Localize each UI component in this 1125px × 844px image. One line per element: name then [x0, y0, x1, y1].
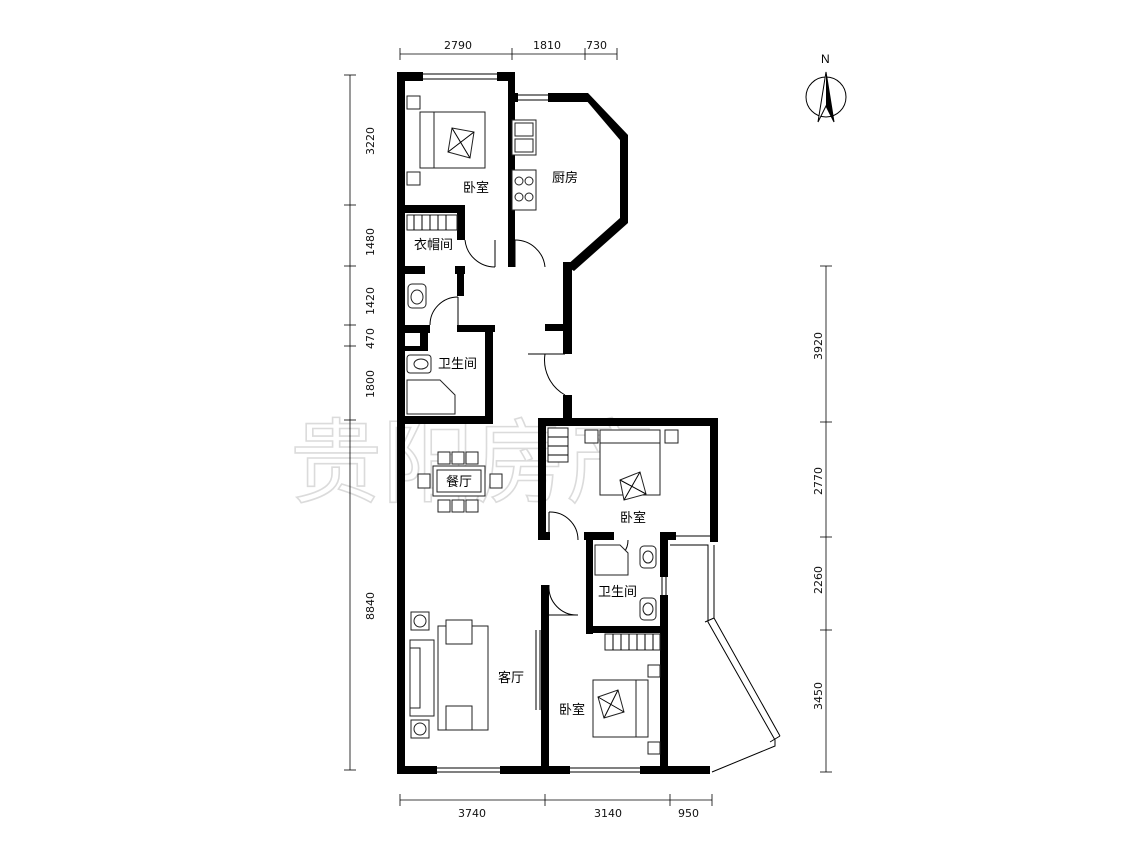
doors — [429, 239, 629, 710]
dim-right-4: 3450 — [812, 682, 825, 710]
dimension-left: 3220 1480 1420 470 1800 8840 — [344, 74, 377, 771]
dim-top-3: 730 — [586, 39, 607, 52]
wardrobe-south — [604, 633, 661, 651]
dim-top-1: 2790 — [444, 39, 472, 52]
dim-left-3: 1420 — [364, 287, 377, 315]
dim-bottom-1: 3740 — [458, 807, 486, 820]
dim-left-6: 8840 — [364, 592, 377, 620]
dim-left-5: 1800 — [364, 370, 377, 398]
dim-left-4: 470 — [364, 328, 377, 349]
windows — [423, 73, 781, 773]
bed-north — [406, 95, 486, 186]
bathroom-west-fixtures — [406, 283, 456, 415]
room-label-bedroom-south: 卧室 — [559, 702, 585, 718]
room-label-cloakroom: 衣帽间 — [414, 237, 453, 253]
bathroom-east-fixtures — [594, 544, 657, 621]
dining-table — [417, 451, 503, 513]
dim-right-3: 2260 — [812, 566, 825, 594]
dimension-bottom: 3740 3140 950 — [399, 794, 713, 820]
bed-south — [592, 664, 661, 755]
kitchen-fixtures — [511, 119, 537, 211]
dim-left-2: 1480 — [364, 228, 377, 256]
north-compass: N — [805, 52, 847, 123]
dim-bottom-3: 950 — [678, 807, 699, 820]
dim-bottom-2: 3140 — [594, 807, 622, 820]
bed-east — [547, 427, 679, 501]
wardrobe-cloakroom — [406, 214, 458, 231]
north-label: N — [821, 52, 830, 66]
room-label-kitchen: 厨房 — [552, 170, 578, 186]
room-label-bathroom-west: 卫生间 — [438, 357, 477, 372]
dim-right-2: 2770 — [812, 467, 825, 495]
room-label-living: 客厅 — [498, 670, 524, 686]
dim-top-2: 1810 — [533, 39, 561, 52]
room-label-dining: 餐厅 — [446, 474, 472, 490]
dimension-top: 2790 1810 730 — [399, 39, 618, 60]
dimension-right: 3920 2770 2260 3450 — [812, 265, 832, 773]
room-label-bedroom-north: 卧室 — [463, 180, 489, 196]
room-label-bathroom-east: 卫生间 — [598, 585, 637, 600]
room-labels: 卧室 衣帽间 厨房 卫生间 餐厅 卧室 卫生间 客厅 卧室 — [414, 170, 646, 718]
room-label-bedroom-east: 卧室 — [620, 510, 646, 526]
sofa-set — [409, 611, 489, 739]
dim-right-1: 3920 — [812, 332, 825, 360]
dim-left-1: 3220 — [364, 127, 377, 155]
